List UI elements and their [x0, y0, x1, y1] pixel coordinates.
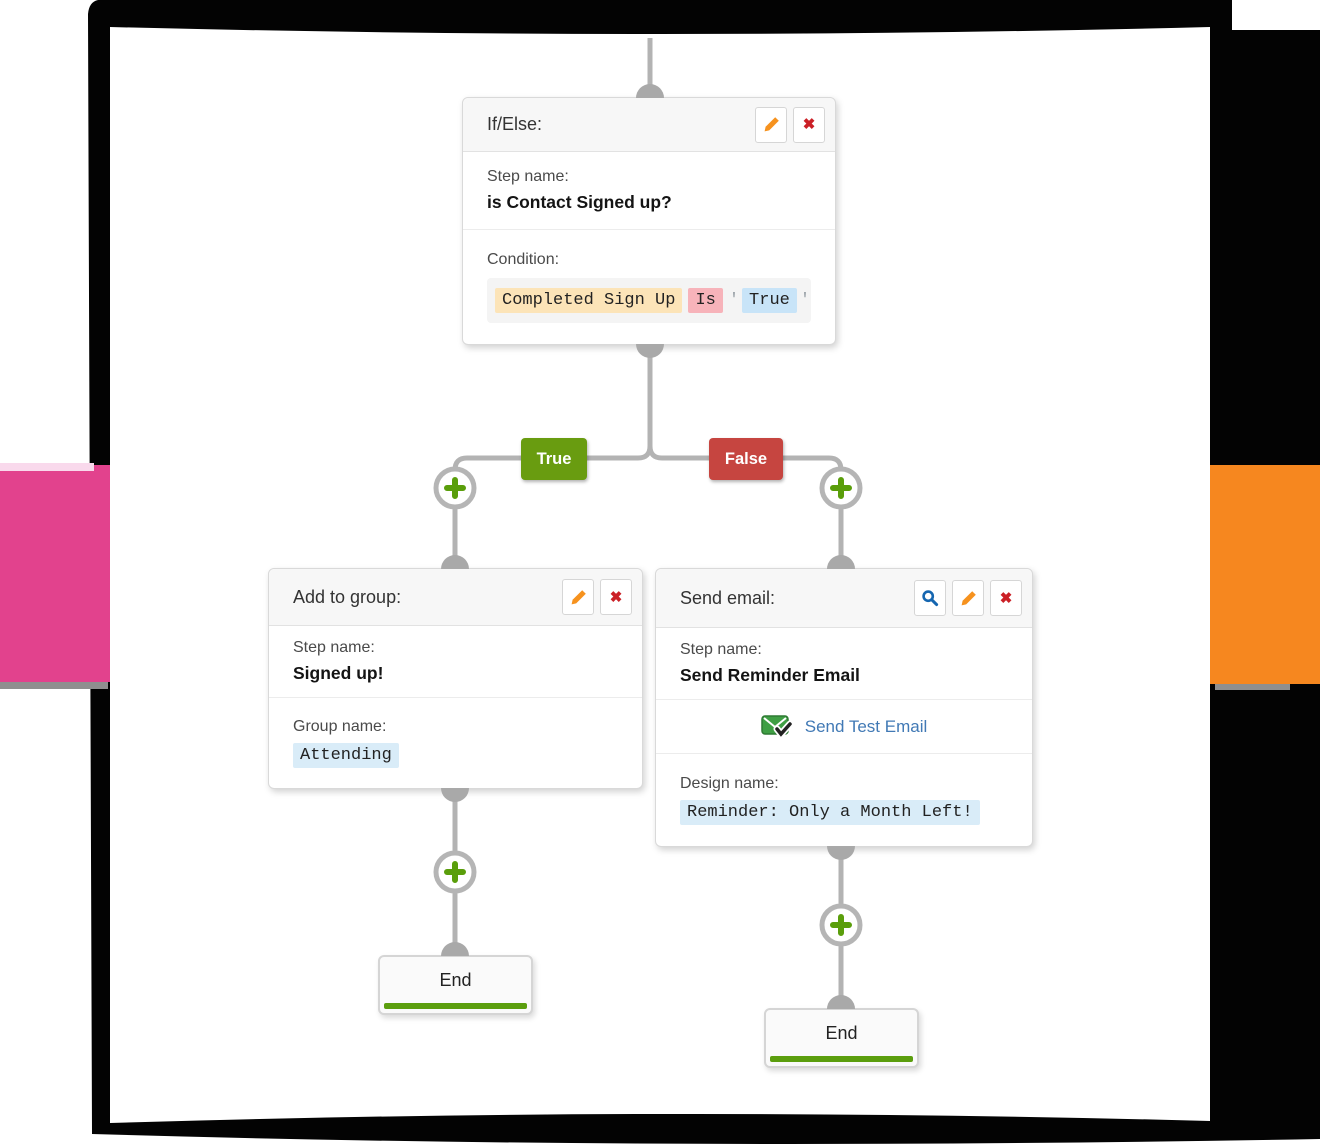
quote-mark: ' [728, 291, 740, 310]
send-email-node: Send email: ✖ Step name [655, 568, 1033, 847]
node-header: If/Else: ✖ [463, 98, 835, 152]
orange-accent-shadow [1215, 684, 1290, 690]
condition-field-chip: Completed Sign Up [495, 288, 683, 313]
preview-button[interactable] [914, 580, 946, 616]
close-icon: ✖ [999, 589, 1013, 607]
node-title: Send email: [680, 587, 776, 608]
add-step-button[interactable] [433, 850, 477, 894]
add-to-group-node: Add to group: ✖ Step name: Signed up! Gr… [268, 568, 643, 789]
step-name-value: is Contact Signed up? [487, 192, 672, 212]
step-name-label: Step name: [293, 639, 375, 656]
if-else-node: If/Else: ✖ Step name: is Contact Signed … [462, 97, 836, 345]
orange-accent-block [1210, 465, 1320, 684]
plus-icon [830, 477, 852, 499]
end-label: End [439, 969, 472, 990]
quote-mark: ' [799, 291, 811, 310]
edit-button[interactable] [755, 106, 787, 143]
true-branch-badge: True [521, 438, 587, 480]
end-green-bar [770, 1056, 913, 1062]
condition-operator-chip: Is [688, 288, 723, 313]
add-step-button[interactable] [819, 903, 863, 947]
design-name-section: Design name: Reminder: Only a Month Left… [656, 754, 1032, 846]
condition-value-chip: True [742, 288, 797, 313]
node-header: Add to group: ✖ [269, 569, 642, 626]
end-label: End [825, 1022, 858, 1043]
plus-icon [444, 477, 466, 499]
end-node: End [764, 1008, 919, 1068]
condition-section: Condition: Completed Sign Up Is ' True ' [463, 230, 835, 344]
step-name-section: Step name: Signed up! [269, 626, 642, 698]
pencil-icon [764, 117, 779, 132]
search-icon [922, 590, 939, 607]
send-test-email-row: Send Test Email [656, 700, 1032, 754]
plus-icon [830, 914, 852, 936]
step-name-value: Send Reminder Email [680, 665, 860, 685]
delete-button[interactable]: ✖ [793, 106, 825, 143]
close-icon: ✖ [802, 116, 816, 133]
group-name-section: Group name: Attending [269, 698, 642, 788]
step-name-section: Step name: Send Reminder Email [656, 628, 1032, 700]
add-step-button[interactable] [433, 466, 477, 510]
group-name-chip: Attending [293, 743, 399, 768]
close-icon: ✖ [609, 588, 623, 606]
end-green-bar [384, 1003, 527, 1009]
pink-accent-shadow [0, 682, 108, 689]
pink-accent-block [0, 465, 110, 682]
edit-button[interactable] [562, 579, 594, 615]
delete-button[interactable]: ✖ [600, 579, 632, 615]
false-branch-badge: False [709, 438, 783, 480]
delete-button[interactable]: ✖ [990, 580, 1022, 616]
step-name-label: Step name: [680, 641, 762, 658]
step-name-value: Signed up! [293, 663, 384, 683]
pink-accent-highlight [0, 463, 94, 471]
pencil-icon [571, 589, 586, 604]
email-check-icon [760, 714, 792, 739]
group-name-label: Group name: [293, 718, 387, 735]
step-name-section: Step name: is Contact Signed up? [463, 152, 835, 230]
node-title: If/Else: [487, 114, 543, 134]
design-name-chip: Reminder: Only a Month Left! [680, 800, 980, 825]
condition-label: Condition: [487, 251, 560, 268]
plus-icon [444, 861, 466, 883]
pencil-icon [961, 590, 976, 605]
send-test-email-link[interactable]: Send Test Email [804, 716, 928, 736]
condition-expression: Completed Sign Up Is ' True ' [487, 278, 811, 323]
node-header: Send email: ✖ [656, 569, 1032, 628]
edit-button[interactable] [952, 580, 984, 616]
add-step-button[interactable] [819, 466, 863, 510]
end-node: End [378, 955, 533, 1015]
step-name-label: Step name: [487, 168, 569, 185]
node-title: Add to group: [293, 586, 402, 607]
design-name-label: Design name: [680, 775, 779, 792]
